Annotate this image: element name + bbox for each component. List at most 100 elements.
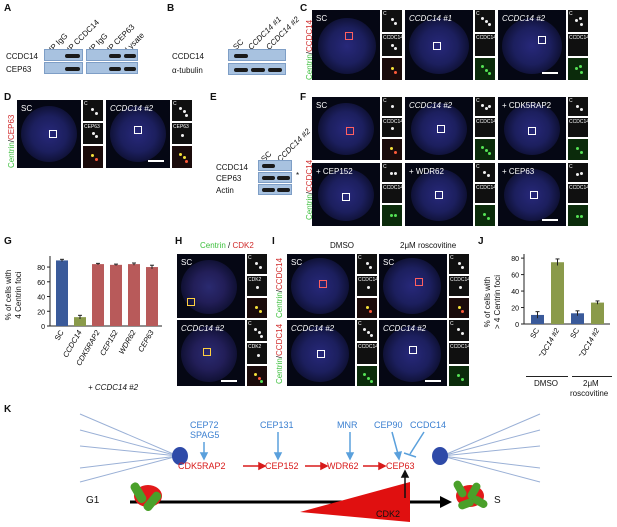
panel-i-inset-1b: CCDC14	[357, 276, 378, 296]
panel-h-stain-label: Centrin / CDK2	[200, 241, 254, 250]
bar-cep152	[110, 264, 122, 326]
panel-b-row-tubulin: α-tubulin	[172, 66, 203, 75]
y-tick-label: 0	[41, 324, 45, 331]
panel-f-cell-cdk5rap2: + CDK5RAP2	[498, 97, 566, 160]
panel-a-row-cep63: CEP63	[6, 65, 32, 74]
pathway-regulator-cep90: CEP90	[374, 420, 403, 430]
panel-c-inset-merge-2	[475, 58, 495, 80]
pathway-regulator-mnr: MNR	[337, 420, 358, 430]
bar-ccdc14-2	[551, 262, 564, 324]
panel-f-cell-wdr62: + WDR62	[405, 163, 473, 226]
x-tick-label: SC	[53, 328, 66, 342]
y-tick-label: 80	[511, 256, 519, 263]
panel-c-cell-sc: SC	[312, 10, 380, 80]
pathway-kinase-cdk2: CDK2	[376, 509, 401, 519]
y-tick-label: 40	[37, 295, 45, 302]
y-tick-label: 0	[515, 322, 519, 329]
panel-c-inset-merge-3	[568, 58, 588, 80]
panel-c-cell-ccdc14-2: CCDC14 #2	[498, 10, 566, 80]
panel-a-row-ccdc14: CCDC14	[6, 52, 39, 61]
panel-c-label: C	[300, 3, 308, 14]
panel-k-diagram	[79, 413, 541, 522]
y-tick-label: 20	[37, 309, 45, 316]
panel-e-lane-2: CCDC14 #2	[275, 126, 313, 164]
x-tick-label: CEP63	[136, 328, 156, 354]
panel-f-cell-cep63: + CEP63	[498, 163, 566, 226]
panel-a-blot-cep63-right	[86, 62, 138, 74]
panel-d-inset-centrin-1: C	[83, 100, 103, 121]
panel-f-inset-5a: C	[475, 163, 495, 182]
panel-f-inset-4a: C	[382, 163, 402, 182]
pathway-node-cep63: CEP63	[386, 461, 415, 471]
panel-i-inset-4b: CCDC14	[449, 343, 470, 364]
x-tick-label: WDR62	[117, 328, 138, 356]
panel-c-inset-ccdc14-2: CCDC14	[475, 34, 496, 56]
bar-ccdc14	[74, 317, 86, 326]
panel-f-cell-sc: SC	[312, 97, 380, 160]
panel-f-inset-4b: CCDC14	[382, 184, 403, 203]
panel-a-label: A	[4, 3, 12, 14]
panel-b-blot-ccdc14	[228, 49, 286, 61]
panel-d-cell-sc: SC	[17, 100, 81, 168]
y-tick-label: 60	[511, 273, 519, 280]
panel-j-group-2um: 2μM	[583, 379, 599, 388]
panel-e-row-actin: Actin	[216, 186, 234, 195]
panel-i-cell-rosc-sc: SC	[379, 254, 447, 318]
panel-i-inset-3c	[357, 366, 377, 386]
panel-f-inset-5b: CCDC14	[475, 184, 496, 203]
panel-c-inset-merge-1	[382, 58, 402, 80]
bar-wdr62	[128, 264, 140, 326]
bar-sc	[56, 260, 68, 326]
panel-c-inset-centrin-3: C	[568, 10, 588, 32]
panel-b-label: B	[167, 3, 175, 14]
panel-i-cell-rosc-ccdc14: CCDC14 #2	[379, 320, 447, 386]
panel-c-inset-ccdc14-1: CCDC14	[382, 34, 403, 56]
pathway-regulator-ccdc14: CCDC14	[410, 420, 447, 430]
pathway-node-wdr62: WDR62	[327, 461, 359, 471]
panel-h-inset-2a: C	[247, 320, 267, 341]
panel-b-row-ccdc14: CCDC14	[172, 52, 205, 61]
panel-g-label: G	[4, 236, 12, 247]
panel-j-group-roscovitine: roscovitine	[570, 389, 609, 398]
panel-i-inset-4c	[449, 366, 469, 386]
panel-i-inset-3b: CCDC14	[357, 343, 378, 364]
panel-c-inset-centrin-2: C	[475, 10, 495, 32]
x-tick-label: SC	[568, 326, 581, 340]
y-tick-label: 60	[37, 280, 45, 287]
panel-k-label: K	[4, 404, 12, 415]
y-tick-label: 80	[37, 265, 45, 272]
panel-d-inset-cep63-2: CEP63	[172, 123, 192, 144]
panel-g-footnote: + CCDC14 #2	[88, 383, 139, 392]
panel-i-inset-2c	[449, 298, 469, 318]
cell-cycle-start-g1: G1	[86, 495, 100, 506]
panel-i-cell-dmso-sc: SC	[287, 254, 355, 318]
panel-i-condition-roscovitine: 2μM roscovitine	[400, 241, 457, 250]
panel-a-blot-cep63-left	[44, 62, 83, 74]
panel-e-label: E	[210, 92, 217, 103]
panel-i-cell-dmso-ccdc14: CCDC14 #2	[287, 320, 355, 386]
panel-f-inset-5c	[475, 205, 495, 226]
panel-i-stain-label-top: Centrin/CCDC14	[275, 257, 284, 318]
panel-i-inset-4a: C	[449, 320, 469, 341]
panel-h-inset-1a: C	[247, 254, 267, 274]
panel-i-inset-1a: C	[357, 254, 377, 274]
panel-f-cell-ccdc14-2: CCDC14 #2	[405, 97, 473, 160]
panel-h-inset-2c	[247, 366, 267, 386]
panel-c-cell-ccdc14-1: CCDC14 #1	[405, 10, 473, 80]
panel-f-label: F	[300, 92, 307, 103]
pathway-regulator-spag5: SPAG5	[190, 430, 220, 440]
pathway-regulator-cep131: CEP131	[260, 420, 294, 430]
panel-i-inset-3a: C	[357, 320, 377, 341]
y-tick-label: 40	[511, 289, 519, 296]
panel-i-inset-1c	[357, 298, 377, 318]
panel-f-inset-6c	[568, 205, 588, 226]
panel-f-inset-3a: C	[568, 97, 588, 116]
panel-b-blot-tubulin	[228, 63, 286, 75]
panel-f-inset-2a: C	[475, 97, 495, 116]
bar-ccdc14-2	[591, 302, 604, 324]
bar-cep63	[146, 267, 158, 326]
panel-d-inset-merge-2	[172, 146, 192, 168]
panel-e-asterisk: *	[296, 171, 300, 180]
panel-f-inset-1a: C	[382, 97, 402, 116]
